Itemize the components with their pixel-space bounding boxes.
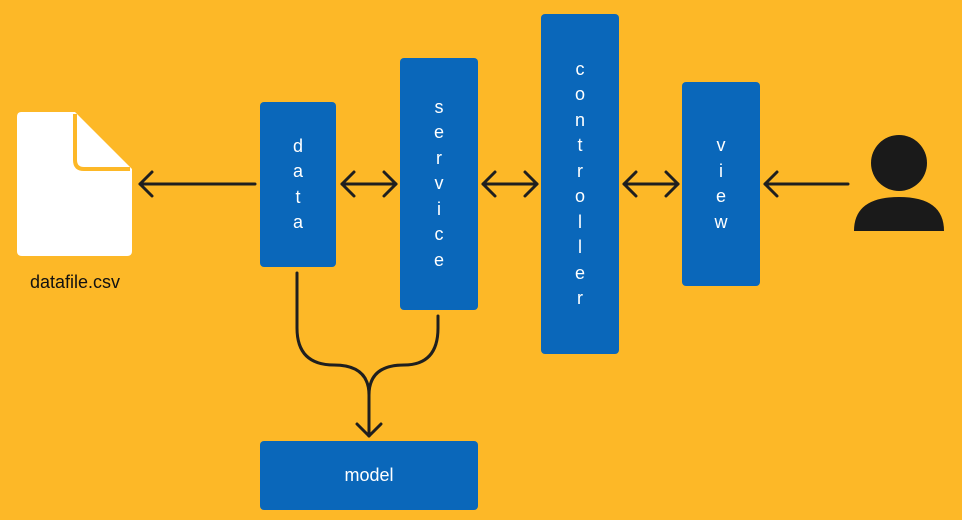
label-letter: r [435,147,442,168]
label-letter: c [575,58,585,79]
label-letter: o [574,186,585,206]
label-letter: r [576,288,583,308]
label-letter: c [434,224,444,245]
label-letter: v [434,173,444,194]
label-letter: a [292,161,303,181]
label-letter: r [576,160,583,181]
label-letter: t [295,186,301,207]
label-letter: l [577,211,582,232]
label-letter: t [577,135,583,155]
label-letter: d [292,135,303,156]
model-label: model [344,465,394,485]
label-letter: l [577,237,582,257]
file-icon [17,112,132,256]
label-letter: e [715,186,726,206]
arrow-to-model [295,271,440,438]
label-letter: o [574,84,585,104]
arrow-service-controller [481,170,539,198]
user-icon [854,135,944,231]
arrow-user-to-view [763,170,850,198]
label-letter: e [433,249,444,270]
label-letter: s [434,96,444,117]
arrow-data-to-file [138,170,257,198]
label-letter: v [716,135,726,155]
model-box[interactable]: model [260,441,478,510]
label-letter: e [574,262,585,283]
label-letter: w [714,211,728,232]
label-letter: i [436,198,441,219]
label-letter: a [292,212,303,232]
file-label: datafile.csv [29,272,121,292]
label-letter: e [433,122,444,143]
arrow-data-service [340,170,398,198]
label-letter: i [719,160,723,181]
label-letter: n [574,109,585,130]
arrow-controller-view [622,170,680,198]
